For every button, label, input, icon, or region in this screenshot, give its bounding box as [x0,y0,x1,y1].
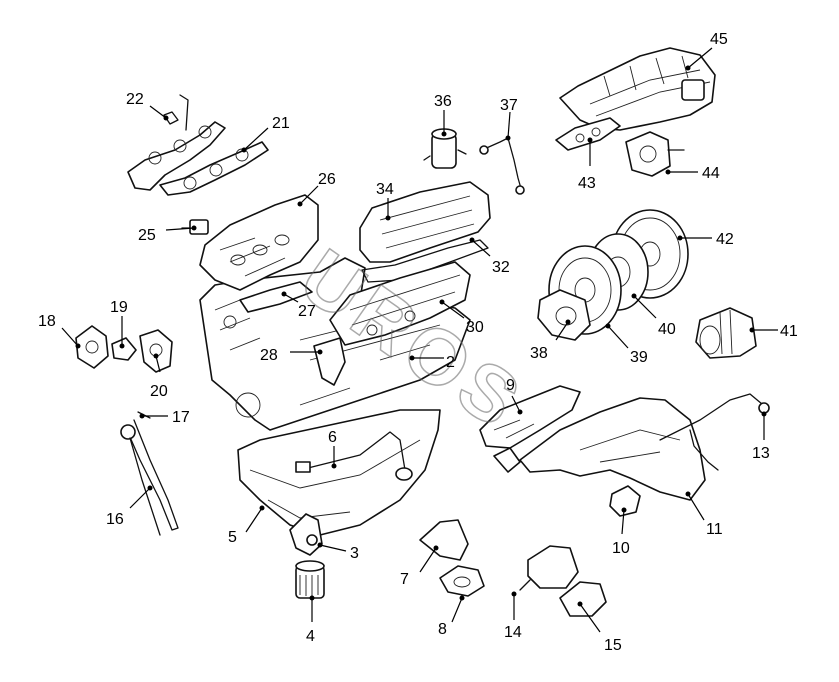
callouts: 2 3 4 5 6 7 8 9 10 11 13 14 15 [38,31,798,654]
throttle-body [625,131,685,177]
callout-41: 41 [780,323,798,340]
callout-28: 28 [260,347,278,364]
callout-30: 30 [466,319,484,336]
exhaust-stud [163,94,189,131]
oil-filter [295,560,325,599]
thermostat-cover [75,325,109,369]
callout-42: 42 [716,231,734,248]
callout-18: 18 [38,313,56,330]
callout-2: 2 [446,354,455,371]
callout-17: 17 [172,409,190,426]
callout-19: 19 [110,299,128,316]
callout-8: 8 [438,621,447,638]
intake-plenum [559,47,716,131]
thermostat [111,337,137,361]
callout-14: 14 [504,624,522,641]
callout-43: 43 [578,175,596,192]
oil-filter-adapter [289,513,323,556]
callout-40: 40 [658,321,676,338]
callout-5: 5 [228,529,237,546]
oil-pan [237,409,441,536]
engine-mount-10 [609,485,641,517]
rear-seal-housing [537,289,591,341]
callout-26: 26 [318,171,336,188]
callout-7: 7 [400,571,409,588]
callout-20: 20 [150,383,168,400]
oil-pickup-tube [295,431,413,481]
callout-9: 9 [506,377,515,394]
engine-mount-14 [519,545,579,591]
callout-16: 16 [106,511,124,528]
exhaust-manifold [127,121,269,196]
front-bracket-9 [479,385,581,473]
starter-motor [695,307,757,359]
callout-32: 32 [492,259,510,276]
shift-cable [659,393,770,471]
callout-15: 15 [604,637,622,654]
valve-cover-gasket [361,239,489,283]
callout-36: 36 [434,93,452,110]
callout-21: 21 [272,115,290,132]
callout-39: 39 [630,349,648,366]
subframe [519,397,706,501]
callout-27: 27 [298,303,316,320]
callout-22: 22 [126,91,144,108]
bracket-28 [313,337,346,386]
valve-cover [359,181,491,263]
cylinder-head [329,261,471,346]
engine-mount-15 [559,581,607,617]
callout-34: 34 [376,181,394,198]
dipstick [120,424,161,536]
callout-38: 38 [530,345,548,362]
callout-44: 44 [702,165,720,182]
callout-13: 13 [752,445,770,462]
callout-6: 6 [328,429,337,446]
callout-3: 3 [350,545,359,562]
sensor-25 [181,219,209,235]
callout-11: 11 [706,521,723,538]
callout-10: 10 [612,540,630,557]
engine-mount-7 [419,519,469,561]
engine-mount-8 [439,565,485,597]
thermostat-housing [139,329,173,373]
egr-pipe [479,137,525,195]
callout-37: 37 [500,97,518,114]
intake-gasket [239,281,313,313]
callout-45: 45 [710,31,728,48]
intake-manifold-lower [199,194,319,291]
plenum-gasket [555,117,621,151]
callout-4: 4 [306,628,315,645]
callout-25: 25 [138,227,156,244]
